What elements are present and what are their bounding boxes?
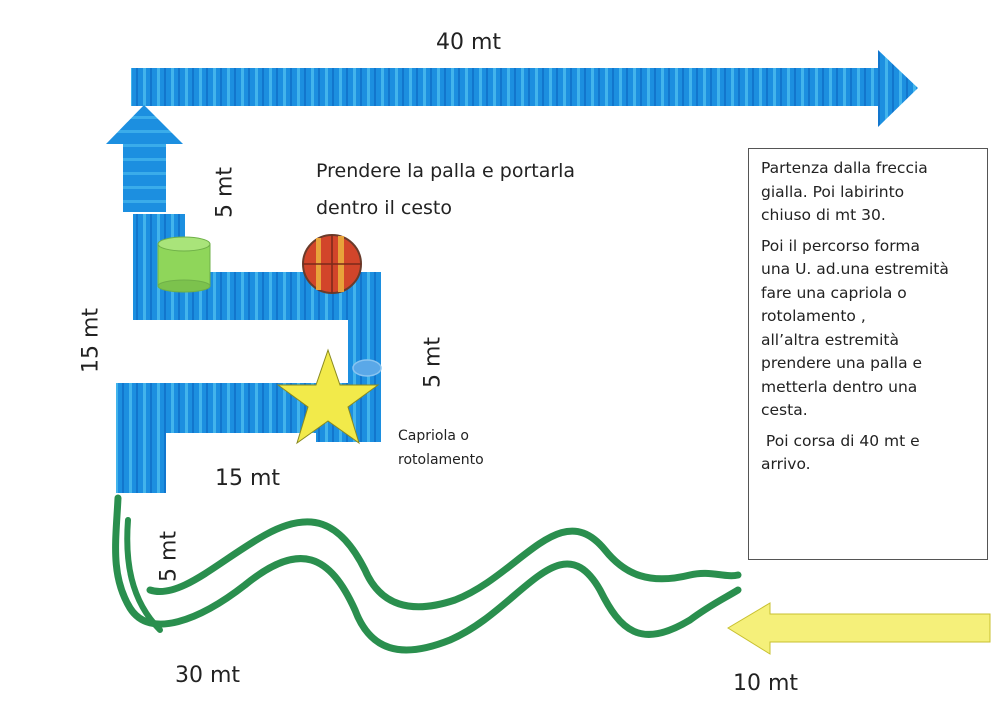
snake-start-label: 5 mt bbox=[156, 530, 182, 583]
info-line: Partenza dalla freccia bbox=[761, 159, 928, 177]
info-line: gialla. Poi labirinto bbox=[761, 182, 905, 201]
info-line: una U. ad.una estremità bbox=[761, 260, 949, 278]
info-paragraph-2: Poi il percorso forma una U. ad.una estr… bbox=[761, 235, 987, 423]
left-side-label: 15 mt bbox=[78, 307, 104, 374]
snake-path-outer-2 bbox=[124, 517, 163, 633]
info-box: Partenza dalla freccia gialla. Poi labir… bbox=[748, 148, 988, 560]
star-icon bbox=[276, 348, 380, 445]
info-paragraph-1: Partenza dalla freccia gialla. Poi labir… bbox=[761, 157, 987, 228]
bottom-run-label: 15 mt bbox=[215, 466, 281, 491]
roll-mat-icon bbox=[352, 359, 382, 377]
maze-lower-vertical bbox=[116, 383, 166, 493]
info-paragraph-3: Poi corsa di 40 mt e arrivo. bbox=[761, 430, 987, 477]
roll-label-line-2: rotolamento bbox=[398, 452, 484, 468]
ball-icon bbox=[302, 234, 362, 294]
basket-icon bbox=[157, 236, 211, 293]
info-line: cesta. bbox=[761, 401, 808, 419]
instruction-line-2: dentro il cesto bbox=[316, 197, 453, 219]
info-line: prendere una palla e bbox=[761, 354, 923, 372]
start-arrow-icon bbox=[727, 602, 991, 655]
snake-length-label: 30 mt bbox=[175, 663, 241, 688]
info-line: arrivo. bbox=[761, 455, 811, 473]
up-arrow-icon bbox=[106, 105, 183, 212]
instruction-line-1: Prendere la palla e portarla bbox=[316, 160, 576, 182]
start-arrow-label: 10 mt bbox=[733, 671, 799, 696]
finish-arrow-icon bbox=[131, 50, 918, 127]
info-line: Poi il percorso forma bbox=[761, 236, 920, 255]
right-drop-label: 5 mt bbox=[420, 336, 446, 389]
info-line: fare una capriola o bbox=[761, 283, 907, 302]
roll-label-line-1: Capriola o bbox=[398, 428, 469, 444]
info-line: all’altra estremità bbox=[761, 330, 899, 349]
top-run-label: 40 mt bbox=[436, 30, 502, 55]
snake-path-outer bbox=[112, 494, 742, 654]
info-line: rotolamento , bbox=[761, 307, 866, 325]
info-line: metterla dentro una bbox=[761, 377, 918, 396]
info-line: chiuso di mt 30. bbox=[761, 206, 886, 224]
snake-path-inner bbox=[146, 518, 742, 611]
up-arrow-label: 5 mt bbox=[212, 166, 238, 219]
info-line: Poi corsa di 40 mt e bbox=[761, 431, 920, 450]
